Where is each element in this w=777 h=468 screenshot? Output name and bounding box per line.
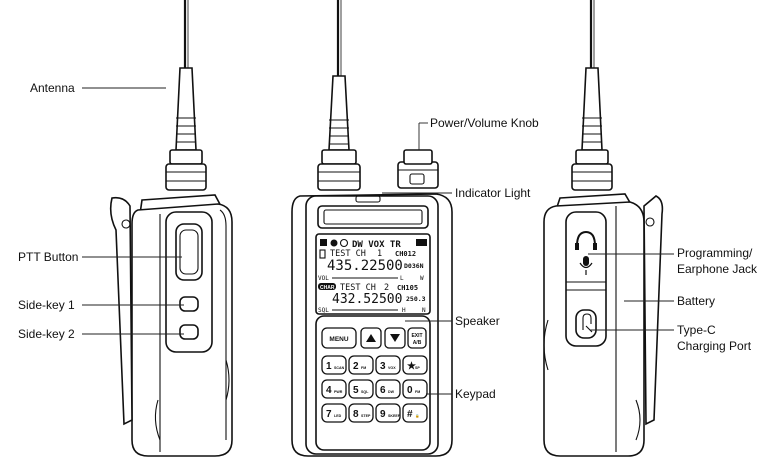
screen-ch2-n: N	[422, 307, 426, 314]
keypad-key-sub: 🔒	[415, 413, 419, 418]
exit-key-top-label: EXIT	[411, 333, 422, 339]
label-power-volume-knob: Power/Volume Knob	[430, 116, 539, 130]
keypad-key-sub: SCAN	[334, 366, 345, 370]
keypad-key	[402, 355, 428, 375]
keypad-key-sub: FM	[415, 390, 420, 394]
label-side-key-2: Side-key 2	[18, 327, 75, 341]
screen-ch2-id: CH105	[397, 284, 418, 292]
right-radio	[543, 0, 664, 457]
battery-icon	[416, 239, 427, 246]
down-arrow-icon	[390, 334, 400, 342]
left-side-key-2	[179, 324, 199, 340]
keypad-key	[402, 403, 428, 423]
keypad-key-digit: 6	[380, 385, 386, 396]
keypad-key-digit: 1	[326, 361, 332, 372]
label-antenna: Antenna	[30, 81, 75, 95]
keypad-key-sub: SKEEP	[388, 414, 401, 418]
screen-ch1-tone: D036N	[404, 262, 424, 270]
keypad-key	[348, 379, 374, 399]
keypad-key-digit: ★	[407, 361, 416, 372]
keypad-key	[348, 403, 374, 423]
label-battery: Battery	[677, 294, 716, 308]
keypad-key-sub: DW	[388, 390, 395, 394]
bell-icon	[330, 239, 338, 247]
screen-ch1-freq: 435.22500	[327, 258, 403, 274]
right-belt-clip	[643, 195, 664, 426]
label-indicator-light: Indicator Light	[455, 186, 531, 200]
keypad-key-sub: SQL	[361, 390, 369, 394]
keypad-key	[321, 379, 347, 399]
keypad-key-sub: SP	[415, 366, 420, 370]
screen-ch2-freq: 432.52500	[332, 292, 402, 307]
keypad-key-sub: PWR	[334, 390, 343, 394]
keypad-key	[375, 355, 401, 375]
screen-ch1-name: TEST CH	[330, 249, 366, 259]
sync-icon	[339, 238, 349, 248]
keypad-key-digit: 2	[353, 361, 359, 372]
keypad-key-digit: 8	[353, 409, 359, 420]
keypad-key	[402, 379, 428, 399]
signal-icon	[319, 249, 326, 259]
screen-ch2-tone: 250.3	[406, 295, 426, 303]
keypad-key	[348, 355, 374, 375]
keypad-key	[321, 403, 347, 423]
screen-ch2-h: H	[402, 307, 406, 314]
keypad-key-digit: 5	[353, 385, 359, 396]
label-programming-jack-line1: Programming/	[677, 246, 753, 260]
middle-radio: DW VOX TR TEST CH 1 CH012 435.22500 D036…	[291, 0, 453, 457]
left-radio	[109, 0, 233, 457]
left-belt-clip	[109, 196, 133, 426]
leader-lines	[82, 87, 674, 395]
charging-icon	[582, 313, 593, 333]
screen-status-row: DW VOX TR	[352, 240, 401, 250]
keypad-key-digit: 3	[380, 361, 386, 372]
middle-antenna-body	[328, 75, 350, 151]
right-antenna-body	[581, 67, 603, 151]
label-side-key-1: Side-key 1	[18, 298, 75, 312]
keypad-key	[375, 379, 401, 399]
keypad-key-sub: VOX	[388, 366, 396, 370]
lock-icon	[320, 239, 327, 246]
keypad-key-digit: 9	[380, 409, 386, 420]
keypad-key	[321, 355, 347, 375]
menu-key	[321, 327, 357, 349]
label-keypad: Keypad	[455, 387, 496, 401]
keypad-key-digit: 4	[326, 385, 332, 396]
up-arrow-icon	[366, 334, 376, 342]
screen-ch1-l: L	[400, 275, 404, 282]
screen-ch1-num: 1	[377, 249, 382, 259]
screen-ch1-w: W	[420, 275, 424, 282]
label-programming-jack-line2: Earphone Jack	[677, 262, 758, 276]
keypad-key-digit: 0	[407, 385, 413, 396]
left-antenna-body	[175, 67, 197, 151]
label-typec-line1: Type-C	[677, 323, 716, 337]
label-typec-line2: Charging Port	[677, 339, 752, 353]
screen-ch1-id: CH012	[395, 250, 416, 258]
screen-ch2-badge: CHAR	[320, 285, 335, 291]
left-ptt-button	[175, 223, 203, 281]
headphone-icon	[576, 230, 596, 247]
keypad-key	[375, 403, 401, 423]
keypad-key-sub: FM	[361, 366, 366, 370]
keypad-key-sub: STEP	[361, 414, 371, 418]
exit-key	[407, 327, 427, 349]
lcd-screen	[315, 233, 431, 315]
menu-key-label: MENU	[329, 336, 348, 343]
keypad-key-digit: 7	[326, 409, 332, 420]
keypad-key-digit: #	[407, 409, 413, 420]
screen-sql-label: SQL	[318, 307, 329, 314]
keypad-key-sub: LED	[334, 414, 342, 418]
screen-vol-label: VOL	[318, 275, 329, 282]
left-side-key-1	[179, 296, 199, 312]
label-ptt-button: PTT Button	[18, 250, 79, 264]
screen-ch2-num: 2	[384, 283, 389, 293]
exit-key-bottom-label: A/B	[413, 340, 422, 346]
label-speaker: Speaker	[455, 314, 500, 328]
microphone-icon	[583, 256, 589, 266]
screen-ch2-name: TEST CH	[340, 283, 376, 293]
